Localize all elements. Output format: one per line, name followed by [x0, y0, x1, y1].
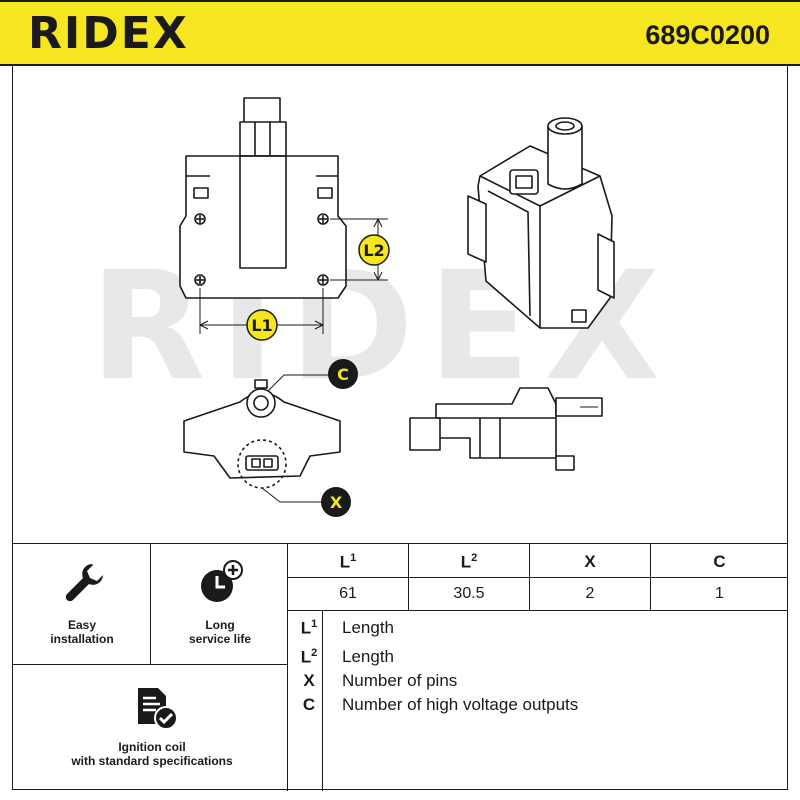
- wrench-icon: [65, 564, 103, 602]
- label-x: X: [321, 487, 351, 517]
- legend-text-l2: Length: [342, 647, 394, 666]
- table-header-x: X: [584, 552, 596, 571]
- header-bar: RIDEX 689C0200: [0, 0, 800, 66]
- table-header-l2: L2: [460, 552, 478, 572]
- table-cell-l2: 30.5: [453, 585, 485, 602]
- diagram-frame: [12, 66, 788, 790]
- svg-text:X: X: [330, 493, 343, 512]
- side-view: [409, 387, 603, 471]
- svg-text:C: C: [337, 365, 349, 384]
- table-cell-x: 2: [585, 585, 595, 602]
- front-view: [179, 97, 388, 334]
- legend-text-c: Number of high voltage outputs: [342, 695, 579, 714]
- document-check-icon: [138, 688, 178, 730]
- label-l2: L2: [358, 234, 390, 266]
- svg-text:L1: L1: [251, 316, 272, 335]
- clock-plus-icon: [201, 560, 243, 602]
- legend-symbol-l1: L1: [300, 618, 318, 638]
- bottom-view: [183, 374, 341, 503]
- legend-symbol-l2: L2: [300, 647, 318, 667]
- legend-text-l1: Length: [342, 618, 394, 637]
- label-c: C: [328, 359, 358, 389]
- table-cell-l1: 61: [339, 585, 357, 602]
- table-header-c: C: [713, 552, 726, 571]
- table-cell-c: 1: [715, 585, 724, 602]
- legend-text-x: Number of pins: [342, 671, 458, 690]
- svg-text:L2: L2: [363, 241, 384, 260]
- table-header-l1: L1: [339, 552, 357, 572]
- label-l1: L1: [246, 309, 278, 341]
- part-number: 689C0200: [645, 20, 770, 50]
- technical-drawing: L2 L1 C X: [179, 97, 615, 517]
- isometric-view: [467, 117, 615, 329]
- legend-symbol-c: C: [302, 695, 316, 714]
- brand-logo: RIDEX: [28, 8, 189, 59]
- legend-symbol-x: X: [303, 671, 315, 690]
